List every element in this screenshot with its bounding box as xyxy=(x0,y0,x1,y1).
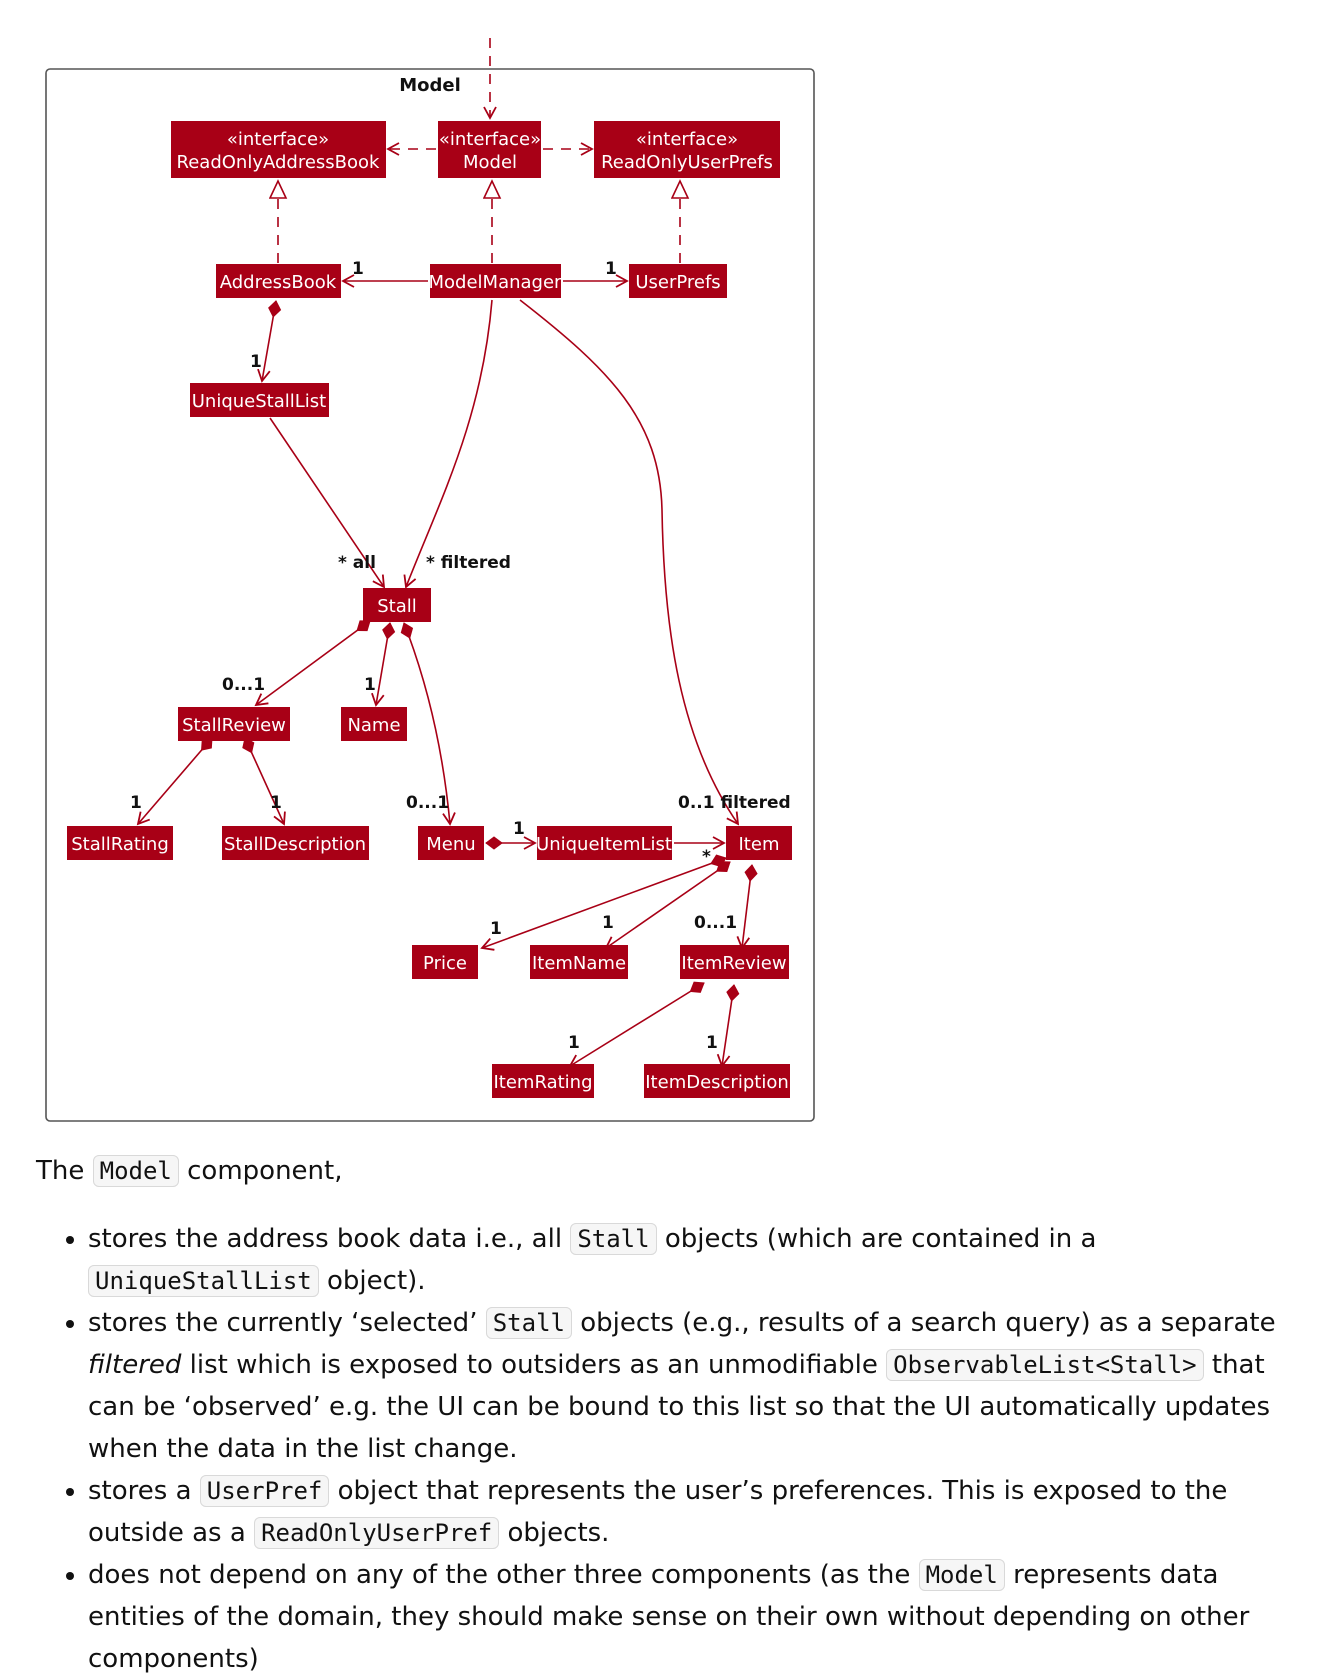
edge-itemreview-rating xyxy=(568,981,705,1067)
node-unique-stall-list: UniqueStallList xyxy=(190,383,329,417)
edge-ab-uniquestalllist xyxy=(257,300,282,383)
node-readonly-user-prefs: «interface» ReadOnlyUserPrefs xyxy=(594,121,780,178)
mult-review-rating: 1 xyxy=(130,793,142,813)
mult-uil-item: * xyxy=(702,847,711,867)
mult-review-description: 1 xyxy=(270,793,282,813)
svg-text:Stall: Stall xyxy=(377,596,417,617)
svg-text:ModelManager: ModelManager xyxy=(429,272,563,293)
mult-menu-uil: 1 xyxy=(513,819,525,839)
node-item-review: ItemReview xyxy=(680,945,789,979)
emphasis: filtered xyxy=(88,1350,182,1380)
svg-text:«interface»: «interface» xyxy=(227,129,329,150)
edge-item-itemreview xyxy=(736,864,758,950)
inline-code: ReadOnlyUserPref xyxy=(254,1517,500,1549)
svg-text:Price: Price xyxy=(423,953,467,974)
svg-text:ItemReview: ItemReview xyxy=(681,953,786,974)
svg-text:StallReview: StallReview xyxy=(182,715,286,736)
inline-code: Stall xyxy=(485,1307,572,1339)
mult-item-itemname: 1 xyxy=(602,913,614,933)
edge-mm-stall xyxy=(403,299,493,589)
edge-mm-item xyxy=(519,299,740,826)
inline-code: Model xyxy=(92,1155,179,1187)
mult-stall-stallreview: 0...1 xyxy=(222,675,265,695)
svg-text:Model: Model xyxy=(463,152,517,173)
intro-paragraph: The Model component, xyxy=(36,1155,343,1187)
mult-stall-menu: 0...1 xyxy=(406,793,449,813)
edge-review-description xyxy=(242,737,286,826)
mult-stall-name: 1 xyxy=(364,675,376,695)
edge-stall-name xyxy=(371,622,396,707)
list-item: stores the address book data i.e., all S… xyxy=(88,1218,1286,1302)
edge-itemreview-description xyxy=(716,984,740,1068)
svg-text:Menu: Menu xyxy=(426,834,475,855)
node-item-name: ItemName xyxy=(530,945,628,979)
mult-mm-addressbook: 1 xyxy=(352,259,364,279)
list-item: stores the currently ‘selected’ Stall ob… xyxy=(88,1302,1286,1470)
svg-text:StallRating: StallRating xyxy=(71,834,169,855)
mult-ab-usl: 1 xyxy=(250,352,262,372)
edge-stall-menu xyxy=(400,622,456,826)
mult-itemreview-rating: 1 xyxy=(568,1033,580,1053)
edge-usl-stall xyxy=(269,417,386,589)
list-item: does not depend on any of the other thre… xyxy=(88,1554,1286,1680)
responsibility-list: stores the address book data i.e., all S… xyxy=(36,1218,1286,1680)
svg-text:ItemName: ItemName xyxy=(532,953,626,974)
mult-stall-all: * all xyxy=(338,553,376,573)
model-class-diagram: Model «interface» ReadOnlyAddres xyxy=(45,38,815,1122)
mult-mm-userprefs: 1 xyxy=(605,259,617,279)
node-stall-description: StallDescription xyxy=(222,826,369,860)
node-model-manager: ModelManager xyxy=(429,264,563,298)
node-menu: Menu xyxy=(418,826,484,860)
svg-text:«interface»: «interface» xyxy=(636,129,738,150)
edge-stall-stallreview xyxy=(254,620,371,707)
svg-text:ReadOnlyUserPrefs: ReadOnlyUserPrefs xyxy=(601,152,773,173)
svg-text:UniqueItemList: UniqueItemList xyxy=(536,834,672,855)
svg-text:UserPrefs: UserPrefs xyxy=(635,272,720,293)
svg-text:UniqueStallList: UniqueStallList xyxy=(192,391,326,412)
inline-code: Model xyxy=(918,1559,1005,1591)
svg-text:ReadOnlyAddressBook: ReadOnlyAddressBook xyxy=(177,152,381,173)
mult-stall-filtered: * filtered xyxy=(426,553,511,573)
svg-text:Name: Name xyxy=(347,715,400,736)
inline-code: UniqueStallList xyxy=(88,1265,319,1297)
node-item-rating: ItemRating xyxy=(492,1064,594,1098)
inline-code: ObservableList<Stall> xyxy=(886,1349,1204,1381)
node-item-description: ItemDescription xyxy=(644,1064,790,1098)
node-user-prefs: UserPrefs xyxy=(629,264,727,298)
svg-text:StallDescription: StallDescription xyxy=(224,834,366,855)
model-package-frame xyxy=(45,68,815,1122)
node-model: «interface» Model xyxy=(438,121,541,178)
package-title: Model xyxy=(399,75,461,96)
mult-item-itemreview: 0...1 xyxy=(694,913,737,933)
node-price: Price xyxy=(412,945,478,979)
svg-text:Item: Item xyxy=(739,834,780,855)
node-item: Item xyxy=(726,826,792,860)
node-name: Name xyxy=(341,707,407,741)
edge-item-itemname xyxy=(604,861,731,950)
edge-review-rating xyxy=(136,737,213,826)
node-unique-item-list: UniqueItemList xyxy=(536,826,672,860)
node-readonly-address-book: «interface» ReadOnlyAddressBook xyxy=(171,121,386,178)
edge-item-price xyxy=(480,854,727,951)
inline-code: UserPref xyxy=(199,1475,330,1507)
svg-text:ItemDescription: ItemDescription xyxy=(645,1072,789,1093)
mult-itemreview-description: 1 xyxy=(706,1033,718,1053)
node-stall: Stall xyxy=(363,588,431,622)
list-item: stores a UserPref object that represents… xyxy=(88,1470,1286,1554)
node-stall-rating: StallRating xyxy=(67,826,173,860)
mult-item-filtered: 0..1 filtered xyxy=(678,793,791,813)
mult-item-price: 1 xyxy=(490,919,502,939)
inline-code: Stall xyxy=(570,1223,657,1255)
model-description: The Model component, stores the address … xyxy=(36,1150,1286,1680)
node-stall-review: StallReview xyxy=(178,707,290,741)
node-address-book: AddressBook xyxy=(216,264,341,298)
svg-text:AddressBook: AddressBook xyxy=(220,272,337,293)
svg-text:ItemRating: ItemRating xyxy=(493,1072,592,1093)
svg-text:«interface»: «interface» xyxy=(439,129,541,150)
